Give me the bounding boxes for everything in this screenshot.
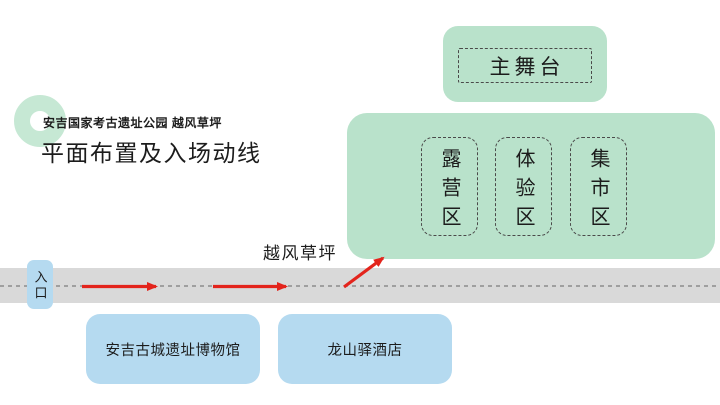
building-hotel-label: 龙山驿酒店: [327, 342, 403, 359]
building-hotel: 龙山驿酒店: [278, 314, 452, 384]
road-band: [0, 268, 720, 303]
building-museum-label: 安吉古城遗址博物馆: [105, 342, 241, 359]
zone-box-camping: 露营区: [421, 137, 478, 236]
building-museum: 安吉古城遗址博物馆: [86, 314, 260, 384]
zone-box-market: 集市区: [570, 137, 627, 236]
park-subtitle: 安吉国家考古遗址公园 越风草坪: [43, 116, 222, 130]
page-title: 平面布置及入场动线: [41, 140, 262, 166]
zone-box-experience: 体验区: [495, 137, 552, 236]
main-stage-panel: 主舞台: [443, 26, 607, 102]
lawn-name-label: 越风草坪: [263, 244, 337, 263]
entrance-label: 入口: [32, 270, 48, 302]
zone-label-market: 集市区: [587, 147, 609, 235]
lawn-panel: 露营区 体验区 集市区: [347, 113, 715, 259]
main-stage-label: 主舞台: [489, 55, 565, 79]
ring-logo-icon: [14, 95, 66, 147]
main-stage-dashed-box: 主舞台: [458, 48, 592, 83]
zone-label-camping: 露营区: [438, 147, 460, 235]
entrance-sign: 入口: [27, 260, 53, 309]
zone-label-experience: 体验区: [512, 147, 534, 235]
